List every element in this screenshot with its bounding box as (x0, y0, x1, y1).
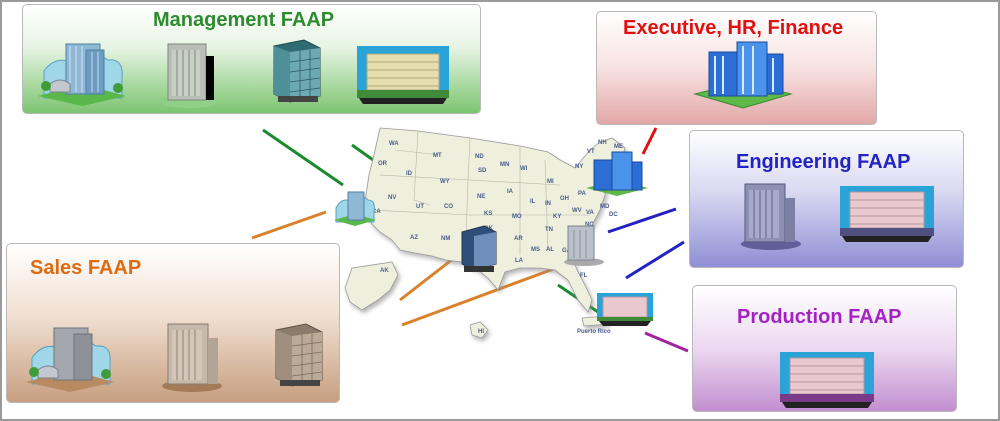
connector-sales-2 (399, 253, 459, 302)
contiguous-us-shape (364, 127, 626, 313)
engineering-office-complex-icon (840, 186, 934, 242)
connector-sales-3 (401, 266, 557, 327)
engineering-title: Engineering FAAP (736, 151, 911, 173)
state-label: HI (478, 329, 484, 335)
state-label: WV (572, 208, 582, 214)
state-label: DC (609, 212, 618, 218)
map-pin-west-office-icon (334, 191, 376, 226)
state-label: FL (580, 273, 588, 279)
sales-title: Sales FAAP (30, 257, 142, 279)
connector-engineering-1 (607, 207, 677, 234)
state-label: MI (547, 179, 554, 185)
state-label: NH (598, 140, 607, 146)
state-label: NV (388, 195, 396, 201)
state-label: ME (614, 144, 623, 150)
state-label: AZ (410, 235, 418, 241)
state-label: TN (545, 227, 553, 233)
state-label: UT (416, 204, 424, 210)
state-label: KS (484, 211, 492, 217)
state-label: IL (530, 199, 536, 205)
state-label: NC (585, 222, 594, 228)
state-label: NE (477, 194, 485, 200)
state-label: MN (500, 162, 509, 168)
state-label: NY (575, 164, 583, 170)
state-label: VT (587, 149, 595, 155)
map-pin-northeast-hq-icon (586, 151, 648, 196)
engineering-panel: Engineering FAAP (689, 130, 964, 268)
state-label: CA (372, 209, 381, 215)
gray-tower-icon (162, 43, 218, 108)
sales-gray-tower-icon (162, 323, 222, 392)
state-label: AK (380, 268, 389, 274)
state-label: IN (545, 201, 551, 207)
green-park-office-icon (38, 43, 126, 106)
state-label: ND (475, 154, 484, 160)
state-label: WA (389, 141, 399, 147)
state-label: WI (520, 166, 528, 172)
production-office-complex-icon (780, 352, 874, 408)
connector-sales-1 (251, 210, 327, 240)
puerto-rico-label: Puerto Rico (577, 329, 611, 335)
production-title: Production FAAP (737, 306, 902, 328)
map-pin-east-tower-icon (564, 225, 604, 266)
alaska-shape (344, 261, 399, 311)
state-label: MS (531, 247, 540, 253)
state-label: WY (440, 179, 450, 185)
state-label: NM (441, 236, 450, 242)
glass-cube-tower-icon (273, 39, 321, 103)
map-pin-central-tower-icon (461, 225, 497, 272)
state-label: ID (406, 171, 413, 177)
state-label: PA (578, 191, 587, 197)
state-label: AR (514, 236, 523, 242)
state-label: IA (507, 189, 514, 195)
state-label: AL (546, 247, 554, 253)
sales-park-office-icon (26, 327, 114, 392)
executive-title: Executive, HR, Finance (623, 17, 844, 39)
connector-engineering-2 (625, 240, 685, 280)
beige-office-complex-icon (357, 46, 449, 104)
state-label: GA (562, 248, 572, 254)
state-label: KY (553, 214, 561, 220)
connector-management-1 (262, 128, 344, 187)
state-label: OR (378, 161, 388, 167)
state-label: MD (600, 204, 610, 210)
connector-executive (641, 127, 658, 155)
engineering-tower-icon (741, 183, 801, 250)
connector-production (644, 331, 689, 353)
sales-cube-tower-icon (275, 323, 323, 387)
state-label: MO (512, 214, 522, 220)
state-label: MT (433, 153, 442, 159)
hawaii-shape (469, 321, 489, 339)
executive-hq-icon (693, 41, 793, 109)
map-pin-puerto-rico-office-icon (597, 293, 653, 326)
state-label: OH (560, 196, 569, 202)
state-label: VA (586, 210, 595, 216)
state-label: LA (515, 258, 524, 264)
state-label: SD (478, 168, 487, 174)
management-title: Management FAAP (153, 9, 335, 31)
state-label: CO (444, 204, 453, 210)
